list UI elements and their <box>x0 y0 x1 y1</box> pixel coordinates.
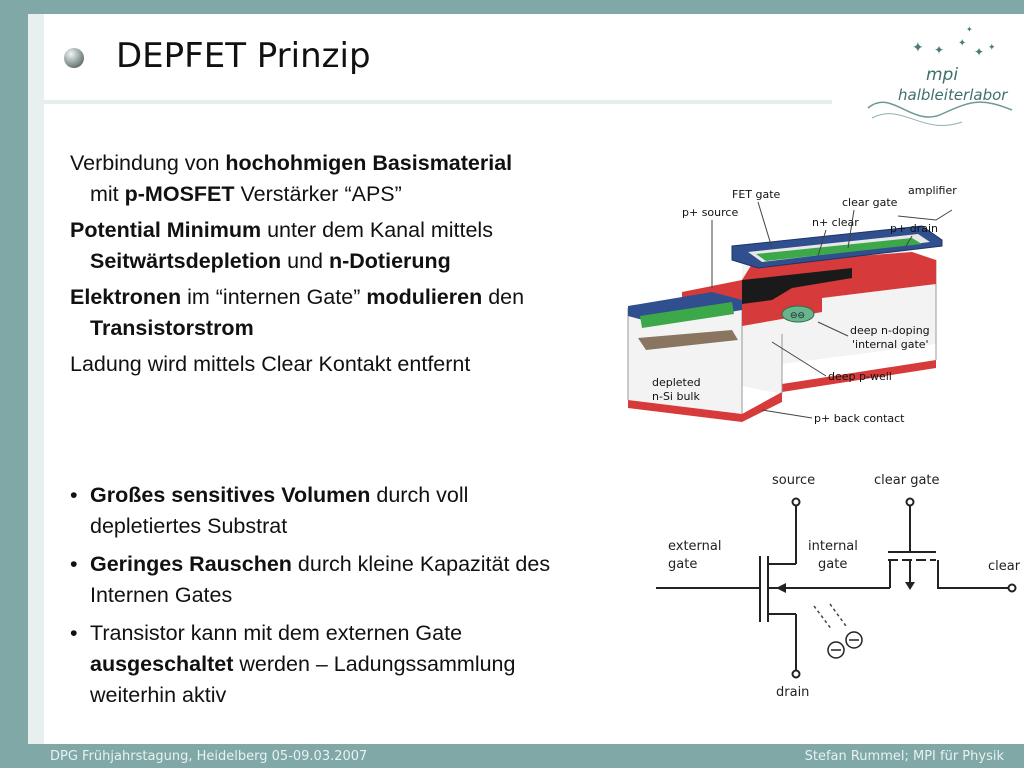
circuit-label-source: source <box>772 473 815 488</box>
depfet-cross-section-diagram: ⊖⊖ FET gate clear gate amplifier p+ sour… <box>627 184 957 425</box>
label-p-drain: p+ drain <box>890 222 938 235</box>
circuit-label-clear: clear <box>988 559 1021 574</box>
label-clear-gate: clear gate <box>842 196 898 209</box>
svg-text:✦: ✦ <box>988 43 996 53</box>
internal-gate-electrons <box>781 305 815 323</box>
logo-stars: ✦ ✦ ✦ ✦ ✦ ✦ <box>912 25 996 59</box>
bullet-rauschen: Geringes Rauschen durch kleine Kapazität… <box>70 549 580 611</box>
intro-text-block: Verbindung von hochohmigen Basismaterial… <box>70 148 630 385</box>
bullet-list: Großes sensitives Volumen durch voll dep… <box>70 480 580 718</box>
label-depleted-2: n-Si bulk <box>652 390 700 403</box>
internal-gate-arrow-icon <box>776 583 786 593</box>
green-clear-stripe <box>756 238 922 261</box>
svg-text:✦: ✦ <box>958 38 966 49</box>
circuit-label-internal-1: internal <box>808 539 858 554</box>
logo-swirl <box>867 101 1013 118</box>
label-deep-p: deep p-well <box>828 370 892 383</box>
label-back-contact: p+ back contact <box>814 412 905 425</box>
svg-text:✦: ✦ <box>974 45 984 59</box>
slide-left-bar <box>28 14 44 744</box>
leader-lines <box>711 201 953 419</box>
footer-author: Stefan Rummel; MPI für Physik <box>804 749 1004 764</box>
slide-title: DEPFET Prinzip <box>116 36 371 76</box>
circuit-label-external-2: gate <box>668 557 697 572</box>
deep-n-layer <box>638 330 738 350</box>
black-channel <box>742 268 852 304</box>
label-deep-n-2: 'internal gate' <box>852 338 929 351</box>
logo-line1: mpi <box>926 65 958 85</box>
mpi-halbleiterlabor-logo: ✦ ✦ ✦ ✦ ✦ ✦ mpi halbleiterlabor <box>867 25 1013 126</box>
paragraph-elektronen: Elektronen im “internen Gate” modulieren… <box>70 285 525 340</box>
circuit-label-internal-2: gate <box>818 557 847 572</box>
label-fet-gate: FET gate <box>732 188 781 201</box>
circuit-label-clear-gate: clear gate <box>874 473 940 488</box>
circuit-label-external-1: external <box>668 539 722 554</box>
footer-conference: DPG Frühjahrstagung, Heidelberg 05-09.03… <box>50 749 368 764</box>
label-n-clear: n+ clear <box>812 216 859 229</box>
logo-line2: halbleiterlabor <box>898 86 1008 104</box>
slide: DEPFET Prinzip ✦ ✦ ✦ ✦ ✦ ✦ mpi halbleite… <box>28 14 1024 744</box>
svg-text:⊖⊖: ⊖⊖ <box>790 311 805 321</box>
paragraph-verbindung: Verbindung von hochohmigen Basismaterial… <box>70 151 513 206</box>
paragraph-ladung: Ladung wird mittels Clear Kontakt entfer… <box>70 352 471 376</box>
title-bullet-icon <box>64 48 84 68</box>
title-underline <box>44 100 832 104</box>
paragraph-potential: Potential Minimum unter dem Kanal mittel… <box>70 218 493 273</box>
label-amplifier: amplifier <box>908 184 957 197</box>
bullet-volumen: Großes sensitives Volumen durch voll dep… <box>70 480 580 542</box>
left-green-layer <box>640 302 734 328</box>
svg-text:✦: ✦ <box>966 25 973 34</box>
clear-arrow-icon <box>905 582 915 590</box>
label-depleted-1: depleted <box>652 376 701 389</box>
red-p-layer <box>682 252 936 326</box>
label-p-source: p+ source <box>682 206 738 219</box>
circuit-wires <box>656 497 1017 679</box>
bullet-transistor: Transistor kann mit dem externen Gate au… <box>70 618 580 711</box>
svg-text:✦: ✦ <box>912 40 924 56</box>
depfet-circuit-symbol: source clear gate external gate internal… <box>656 473 1021 700</box>
circuit-label-drain: drain <box>776 685 809 700</box>
label-deep-n-1: deep n-doping <box>850 324 930 337</box>
svg-text:✦: ✦ <box>934 43 944 57</box>
